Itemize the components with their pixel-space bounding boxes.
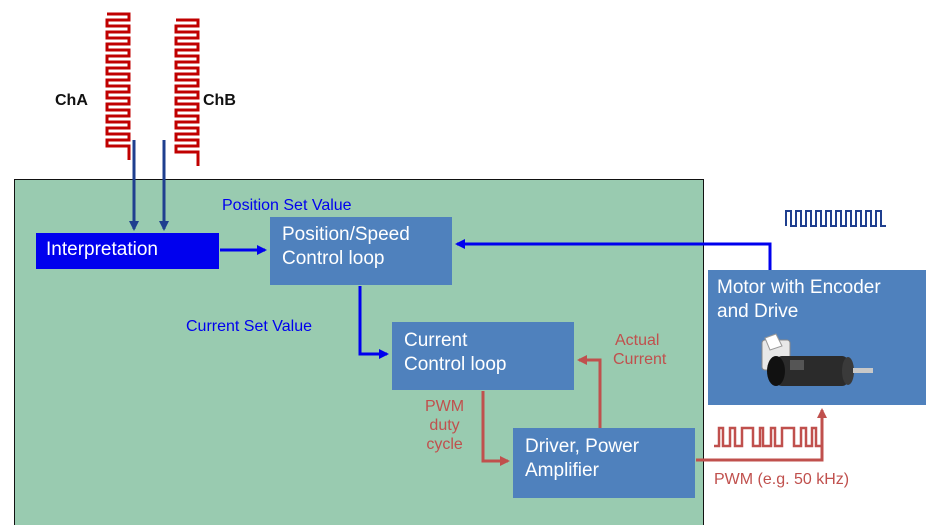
channel-a-label: ChA	[55, 92, 88, 109]
current-control-block: Current Control loop	[392, 322, 574, 390]
position-speed-control-block: Position/Speed Control loop	[270, 217, 452, 285]
driver-power-amplifier-block: Driver, Power Amplifier	[513, 428, 695, 498]
channel-a-signal-wave	[105, 12, 131, 160]
position-speed-line1: Position/Speed	[282, 224, 410, 245]
channel-b-label: ChB	[203, 92, 236, 109]
pwm-duty-label: PWM duty cycle	[425, 397, 464, 454]
encoder-pulse-wave	[785, 210, 886, 227]
pwm-duty-line3: cycle	[426, 436, 463, 453]
pwm-duty-arrow	[481, 391, 510, 466]
pwm-duty-line2: duty	[429, 417, 460, 434]
driver-line2: Amplifier	[525, 460, 599, 481]
current-set-value-arrow	[358, 286, 389, 359]
driver-line1: Driver, Power	[525, 436, 640, 457]
current-set-value-label: Current Set Value	[186, 318, 312, 335]
pwm-frequency-label: PWM (e.g. 50 kHz)	[714, 471, 850, 488]
actual-current-arrow	[577, 355, 602, 428]
position-speed-line2: Control loop	[282, 248, 385, 269]
position-set-value-label: Position Set Value	[222, 197, 352, 214]
interpretation-block: Interpretation	[36, 233, 219, 269]
actual-current-line1: Actual	[615, 332, 660, 349]
interpretation-label: Interpretation	[46, 239, 158, 260]
encoder-feedback-arrow	[455, 239, 772, 270]
channel-b-signal-wave	[174, 18, 200, 166]
actual-current-label: Actual Current	[613, 331, 667, 369]
current-control-line1: Current	[404, 330, 468, 351]
motor-line1: Motor with Encoder	[717, 277, 881, 298]
pwm-duty-line1: PWM	[425, 398, 465, 415]
pwm-pulse-wave	[714, 426, 822, 448]
pwm-output-arrow	[696, 408, 827, 462]
actual-current-line2: Current	[613, 351, 667, 368]
motor-line2: and Drive	[717, 301, 799, 322]
current-control-line2: Control loop	[404, 354, 507, 375]
motor-image	[761, 333, 873, 386]
